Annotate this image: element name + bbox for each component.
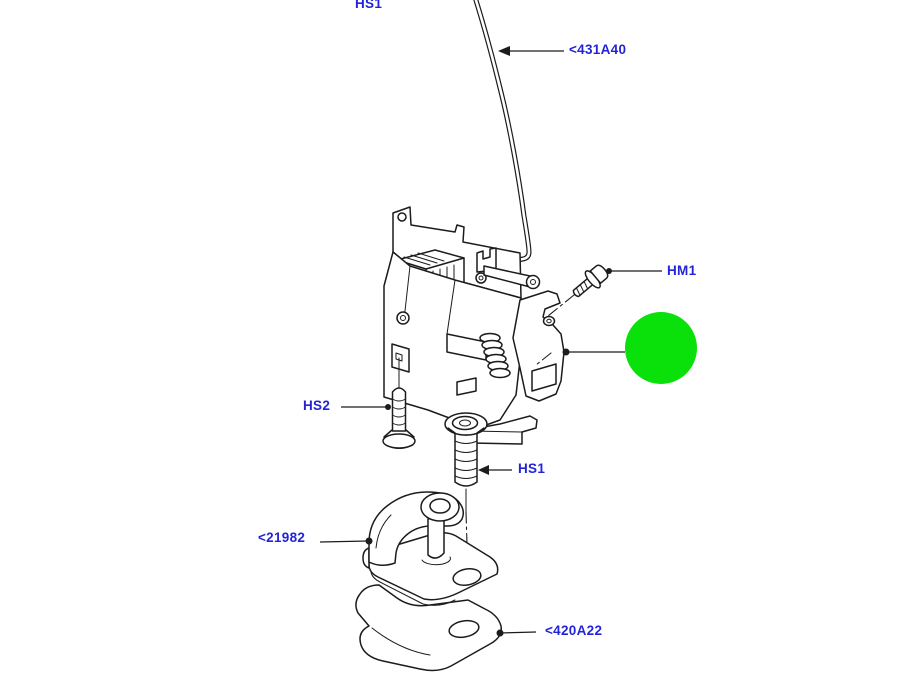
- callout-431a40[interactable]: <431A40: [569, 42, 627, 57]
- rod-drawing: [473, 0, 532, 267]
- leader-lines: [319, 46, 662, 637]
- hs1-screw-drawing: [444, 412, 488, 578]
- selected-part-highlight: [625, 312, 697, 384]
- callout-420a22[interactable]: <420A22: [545, 623, 603, 638]
- callout-21982[interactable]: <21982: [258, 530, 306, 545]
- callout-hm1[interactable]: HM1: [667, 263, 697, 278]
- latch-drawing: [383, 206, 565, 445]
- callout-hs1-mid[interactable]: HS1: [518, 461, 546, 476]
- gasket-drawing: [355, 584, 503, 672]
- hm1-bolt-drawing: [535, 264, 609, 366]
- callout-hs2[interactable]: HS2: [303, 398, 331, 413]
- hs2-screw-drawing: [382, 357, 416, 449]
- callout-hs1-top[interactable]: HS1: [355, 0, 383, 11]
- striker-drawing: [362, 491, 499, 606]
- spring-coil: [479, 332, 511, 379]
